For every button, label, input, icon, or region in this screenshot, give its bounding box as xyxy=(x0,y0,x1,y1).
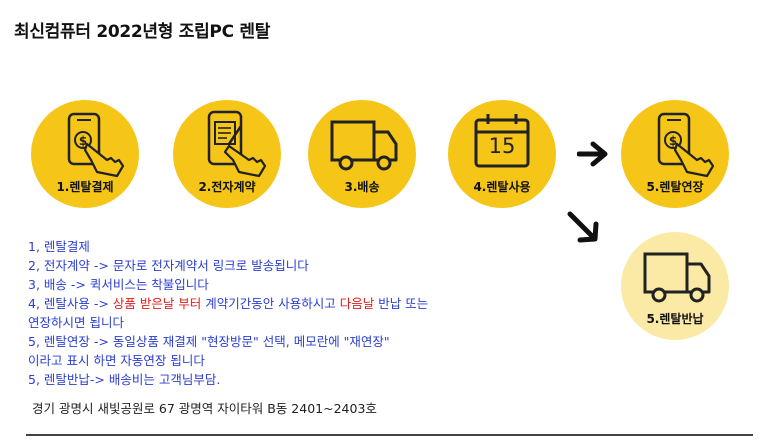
step-label: 5.렌탈연장 xyxy=(646,180,704,194)
instruction-text: 반납 또는 xyxy=(374,296,429,311)
phone-payment-hand-icon: $ xyxy=(657,112,715,178)
instruction-text: 계약기간동안 사용하시고 xyxy=(201,296,340,311)
step-rental-use: 15 4.렌탈사용 xyxy=(448,100,556,208)
page-title: 최신컴퓨터 2022년형 조립PC 렌탈 xyxy=(14,22,271,42)
instruction-line: 1, 렌탈결제 xyxy=(28,239,90,254)
step-rental-extend: $ 5.렌탈연장 xyxy=(621,100,729,208)
phone-contract-hand-icon xyxy=(207,110,267,178)
step-rental-payment: $ 1.렌탈결제 xyxy=(31,100,139,208)
calendar-day: 15 xyxy=(488,134,516,158)
instruction-line: 5, 렌탈연장 -> 동일상품 재결제 "현장방문" 선택, 메모란에 "재연장… xyxy=(28,334,390,349)
step-rental-return: 5.렌탈반납 xyxy=(621,232,729,340)
highlight-text: 상품 받은날 부터 xyxy=(112,296,202,311)
svg-text:$: $ xyxy=(79,134,87,148)
delivery-truck-icon xyxy=(643,252,711,303)
arrow-right-icon xyxy=(577,141,608,167)
step-label: 5.렌탈반납 xyxy=(646,312,704,326)
instruction-line: 5, 렌탈반납-> 배송비는 고객님부담. xyxy=(28,372,221,387)
highlight-text: 다음날 xyxy=(339,296,375,311)
step-label: 2.전자계약 xyxy=(198,180,256,194)
instruction-line: 이라고 표시 하면 자동연장 됩니다 xyxy=(28,353,205,368)
step-e-contract: 2.전자계약 xyxy=(173,100,281,208)
step-label: 1.렌탈결제 xyxy=(56,180,114,194)
instruction-line: 3, 배송 -> 퀵서비스는 착불입니다 xyxy=(28,277,209,292)
step-label: 4.렌탈사용 xyxy=(473,180,531,194)
calendar-icon xyxy=(474,114,530,168)
delivery-truck-icon xyxy=(330,120,398,171)
step-delivery: 3.배송 xyxy=(308,100,416,208)
divider xyxy=(26,434,753,436)
instruction-line: 연장하시면 됩니다 xyxy=(28,315,124,330)
instruction-text: 4, 렌탈사용 -> xyxy=(28,296,113,311)
instruction-line: 4, 렌탈사용 -> 상품 받은날 부터 계약기간동안 사용하시고 다음날 반납… xyxy=(28,293,428,312)
phone-payment-hand-icon: $ xyxy=(67,112,125,178)
step-label: 3.배송 xyxy=(344,180,380,194)
svg-text:$: $ xyxy=(669,134,677,148)
instruction-line: 2, 전자계약 -> 문자로 전자계약서 링크로 발송됩니다 xyxy=(28,258,309,273)
address: 경기 광명시 새빛공원로 67 광명역 자이타워 B동 2401~2403호 xyxy=(32,401,377,416)
arrow-down-right-icon xyxy=(567,211,599,243)
